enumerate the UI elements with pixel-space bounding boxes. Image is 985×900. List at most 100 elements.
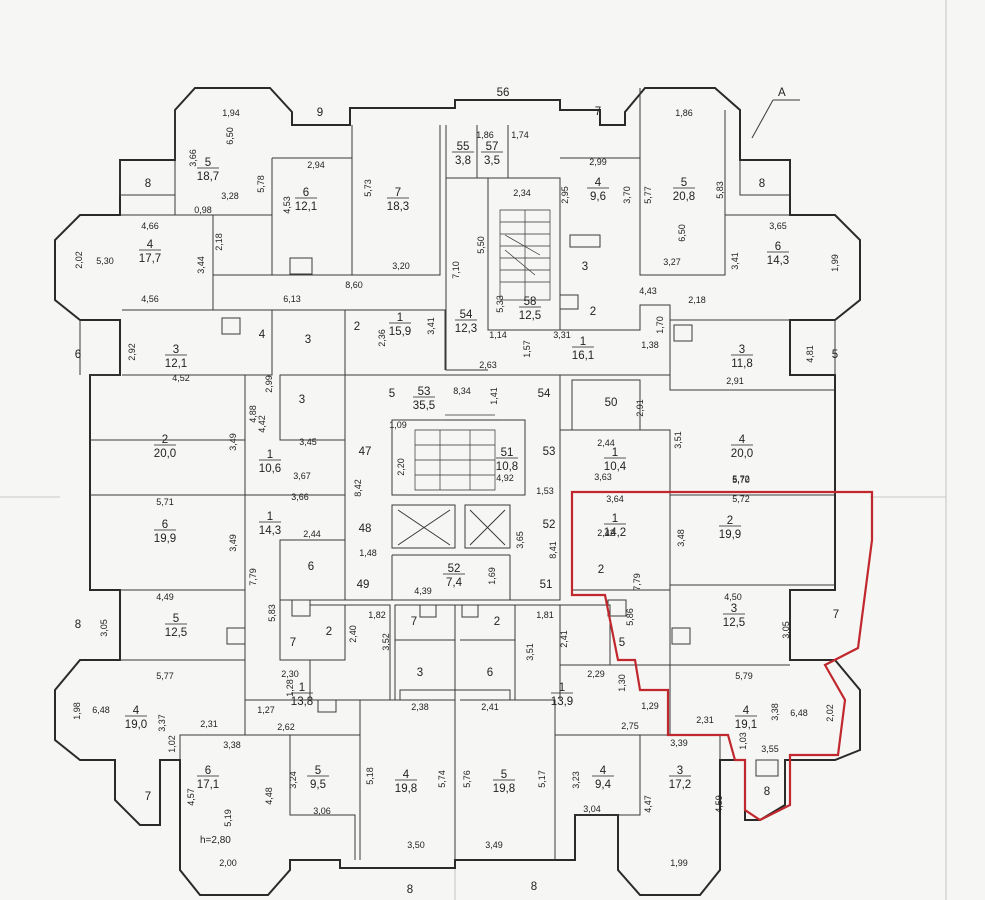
dimension-label: 3,38: [770, 703, 780, 721]
room-number: 1: [580, 336, 586, 348]
dimension-label: 3,41: [426, 317, 436, 335]
dimension-label: 1,86: [476, 130, 494, 140]
room-number: 6: [775, 241, 781, 253]
room-area: 19,0: [125, 719, 147, 731]
dimension-label: 2,34: [513, 188, 531, 198]
dimension-label: 3,64: [606, 494, 624, 504]
dimension-label: 1,69: [487, 567, 497, 585]
dimension-label: 2,91: [635, 399, 645, 417]
dimension-label: 3,67: [293, 471, 311, 481]
room-number: 4: [403, 769, 410, 781]
room-label: 2: [494, 616, 500, 628]
dimension-label: 1,70: [655, 316, 665, 334]
room-area: 9,6: [590, 191, 606, 203]
dimension-label: 1,14: [489, 330, 507, 340]
dimension-label: 4,42: [257, 415, 267, 433]
room-area: 16,1: [572, 350, 594, 362]
room-area: 17,1: [197, 779, 219, 791]
dimension-label: 1,57: [522, 340, 532, 358]
room-area: 17,7: [139, 253, 161, 265]
dimension-label: 4,66: [141, 221, 159, 231]
room-label: 8: [75, 619, 81, 631]
room-area: 14,3: [259, 525, 281, 537]
dimension-label: 8,34: [453, 386, 471, 396]
room-area: 19,9: [719, 529, 741, 541]
room-label: 56: [497, 87, 510, 99]
dimension-label: 1,99: [670, 858, 688, 868]
dimension-label: 2,38: [411, 702, 429, 712]
dimension-label: 5,30: [96, 256, 114, 266]
room-label: 3: [582, 261, 588, 273]
dimension-label: 2,95: [560, 186, 570, 204]
room-label: 7: [290, 637, 296, 649]
room-area: 17,2: [669, 779, 691, 791]
room-label: 53: [543, 446, 556, 458]
dimension-label: 1,53: [536, 486, 554, 496]
dimension-label: 3,63: [594, 472, 612, 482]
room-label: 3: [417, 667, 423, 679]
dimension-label: 5,71: [156, 497, 174, 507]
background-grid: [0, 0, 947, 900]
dimension-label: 2,91: [726, 376, 744, 386]
dimension-label: 2,75: [621, 721, 639, 731]
room-label: 5: [619, 637, 625, 649]
dimension-label: 6,48: [92, 705, 110, 715]
dimension-label: 3,52: [381, 633, 391, 651]
dimension-label: 2,44: [597, 438, 615, 448]
dimension-label: 1,41: [489, 387, 499, 405]
dimension-label: 2,92: [127, 343, 137, 361]
room-area: 10,6: [259, 463, 281, 475]
dimension-label: 5,83: [267, 604, 277, 622]
dimension-label: 3,55: [761, 744, 779, 754]
room-number: 1: [267, 511, 273, 523]
dimension-label: 3,44: [196, 256, 206, 274]
room-number: 7: [395, 187, 401, 199]
room-area: 20,8: [673, 191, 695, 203]
dimension-label: 3,23: [571, 771, 581, 789]
room-number: 5: [205, 157, 211, 169]
room-number: 5: [501, 769, 507, 781]
room-area: 12,1: [165, 358, 187, 370]
room-label: 48: [359, 523, 372, 535]
dimension-label: 3,50: [407, 840, 425, 850]
dimension-label: 2,20: [396, 458, 406, 476]
dimension-label: 7,79: [248, 568, 258, 586]
dimension-label: 2,41: [481, 702, 499, 712]
room-number: 5: [173, 613, 179, 625]
room-area: 35,5: [413, 400, 435, 412]
room-label: 8: [531, 881, 537, 893]
dimension-label: 1,29: [641, 701, 659, 711]
dimension-label: 5,78: [256, 175, 266, 193]
room-number: 2: [162, 434, 168, 446]
dimension-labels: 1,946,503,663,280,985,782,944,535,733,20…: [72, 108, 840, 868]
room-label: 52: [543, 519, 556, 531]
dimension-label: 0,98: [194, 205, 212, 215]
room-number: 3: [173, 344, 179, 356]
room-number: 5: [315, 765, 321, 777]
room-area: 19,1: [735, 719, 757, 731]
room-area: 10,8: [496, 461, 518, 473]
dimension-label: 8,42: [353, 479, 363, 497]
room-number: 1: [559, 682, 565, 694]
room-area: 11,8: [731, 358, 753, 370]
dimension-label: 1,48: [359, 548, 377, 558]
room-area: 12,5: [519, 310, 541, 322]
room-area: 15,9: [389, 326, 411, 338]
room-area: 12,3: [455, 323, 477, 335]
dimension-label: 5,73: [363, 179, 373, 197]
room-area: 12,5: [165, 627, 187, 639]
room-area: 7,4: [446, 577, 463, 589]
dimension-label: 8,60: [345, 280, 363, 290]
room-area: 12,1: [295, 201, 317, 213]
dimension-label: 7,10: [451, 261, 461, 279]
dimension-label: 3,31: [553, 330, 571, 340]
dimension-label: 6,13: [283, 294, 301, 304]
room-number: 54: [460, 309, 473, 321]
dimension-label: 1,09: [389, 420, 407, 430]
room-number: 6: [303, 187, 309, 199]
dimension-label: 3,20: [392, 261, 410, 271]
room-number: 4: [147, 239, 154, 251]
room-area: 19,9: [154, 533, 176, 545]
